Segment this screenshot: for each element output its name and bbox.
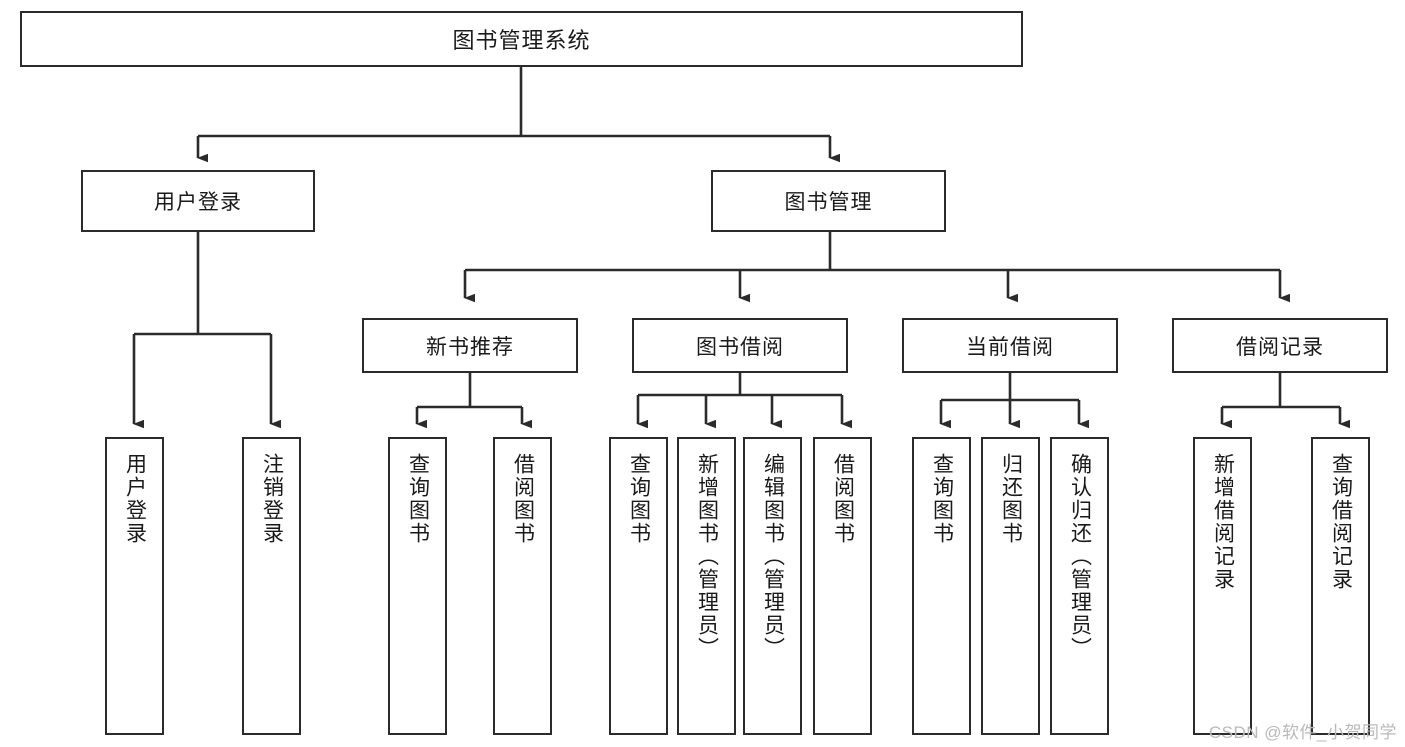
node-new-book-recommend-label: 新书推荐	[426, 335, 514, 359]
node-leaf-confirm-return-label: 确认归还（管理员）	[1068, 453, 1092, 660]
node-leaf-query-record[interactable]: 查询借阅记录	[1311, 437, 1370, 735]
node-book-manage-label: 图书管理	[784, 191, 873, 214]
node-user-login[interactable]: 用户登录	[81, 170, 315, 232]
node-leaf-confirm-return[interactable]: 确认归还（管理员）	[1050, 437, 1109, 735]
node-book-manage[interactable]: 图书管理	[711, 170, 946, 232]
node-leaf-query-book-1-label: 查询图书	[406, 453, 430, 545]
node-leaf-borrow-book-1-label: 借阅图书	[511, 453, 535, 545]
node-leaf-query-book-2[interactable]: 查询图书	[609, 437, 668, 735]
node-leaf-query-book-2-label: 查询图书	[627, 453, 651, 545]
node-leaf-query-book-3-label: 查询图书	[930, 453, 954, 545]
node-leaf-add-record-label: 新增借阅记录	[1211, 453, 1235, 591]
node-borrow-record[interactable]: 借阅记录	[1172, 318, 1388, 373]
node-book-borrow-label: 图书借阅	[696, 335, 784, 359]
node-leaf-user-logout[interactable]: 注销登录	[242, 437, 301, 735]
node-leaf-borrow-book-1[interactable]: 借阅图书	[493, 437, 552, 735]
node-user-login-label: 用户登录	[154, 191, 242, 214]
node-root-label: 图书管理系统	[452, 28, 591, 53]
node-new-book-recommend[interactable]: 新书推荐	[362, 318, 578, 373]
node-leaf-borrow-book-2[interactable]: 借阅图书	[813, 437, 872, 735]
node-book-borrow[interactable]: 图书借阅	[632, 318, 848, 373]
node-leaf-return-book[interactable]: 归还图书	[981, 437, 1040, 735]
node-leaf-query-book-3[interactable]: 查询图书	[912, 437, 971, 735]
node-leaf-user-login[interactable]: 用户登录	[105, 437, 164, 735]
node-leaf-user-logout-label: 注销登录	[260, 453, 284, 545]
node-leaf-add-book[interactable]: 新增图书（管理员）	[677, 437, 736, 735]
node-leaf-borrow-book-2-label: 借阅图书	[831, 453, 855, 545]
node-current-borrow-label: 当前借阅	[966, 335, 1054, 359]
node-leaf-query-book-1[interactable]: 查询图书	[388, 437, 447, 735]
node-leaf-query-record-label: 查询借阅记录	[1329, 453, 1353, 591]
node-borrow-record-label: 借阅记录	[1236, 335, 1324, 359]
node-leaf-add-record[interactable]: 新增借阅记录	[1193, 437, 1252, 735]
node-root[interactable]: 图书管理系统	[20, 11, 1023, 67]
node-leaf-add-book-label: 新增图书（管理员）	[695, 453, 719, 660]
node-leaf-edit-book-label: 编辑图书（管理员）	[761, 453, 785, 660]
node-leaf-return-book-label: 归还图书	[999, 453, 1023, 545]
node-leaf-user-login-label: 用户登录	[123, 453, 147, 545]
node-leaf-edit-book[interactable]: 编辑图书（管理员）	[743, 437, 802, 735]
node-current-borrow[interactable]: 当前借阅	[902, 318, 1118, 373]
